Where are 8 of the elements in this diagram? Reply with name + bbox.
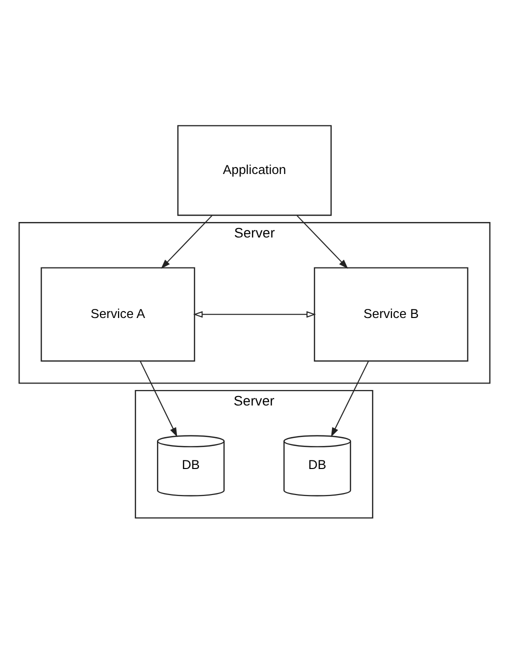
node-box: Application — [177, 125, 332, 216]
arrow — [140, 361, 178, 438]
node-box: Service B — [314, 267, 468, 362]
arrow — [331, 361, 369, 438]
arrow — [296, 215, 348, 269]
arrow — [193, 311, 316, 318]
node-box: Service A — [40, 267, 196, 362]
arrow — [160, 215, 212, 269]
